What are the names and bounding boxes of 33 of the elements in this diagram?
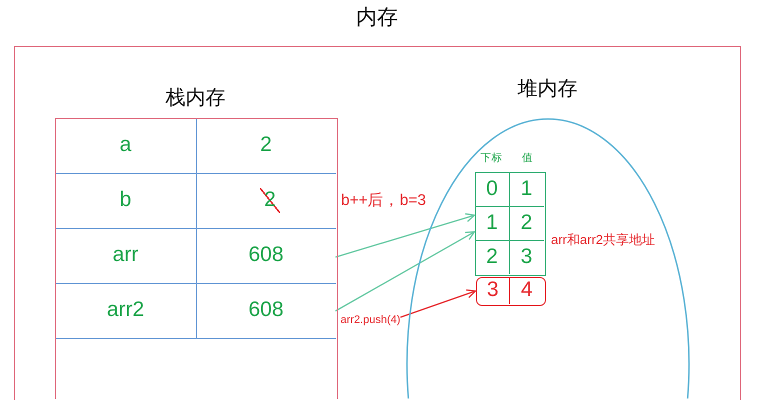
cell-value: arr2	[106, 298, 144, 323]
cell-value: b	[120, 188, 132, 213]
arrow	[400, 289, 476, 318]
cell-value: arr	[112, 243, 138, 268]
heading: 内存	[356, 6, 398, 30]
cell-value: 2	[486, 244, 498, 270]
cell-value: 0	[486, 176, 498, 202]
cell-value: 2	[520, 210, 532, 236]
heading: 栈内存	[166, 87, 226, 110]
cell-value: 3	[520, 244, 532, 270]
annotation-text: b++后，b=3	[341, 192, 426, 210]
table-cell	[56, 118, 196, 174]
cell-value: 3	[486, 278, 499, 303]
cell-value: 608	[248, 243, 284, 268]
column-header: 值	[522, 152, 533, 164]
table-cell	[476, 206, 510, 240]
heading: 堆内存	[518, 78, 578, 100]
cell-value: 4	[520, 278, 533, 303]
cell-value: 1	[520, 176, 532, 202]
cell-value: a	[120, 133, 132, 158]
cell-value: 1	[486, 210, 498, 236]
arrow	[335, 213, 476, 258]
table-cell	[56, 228, 196, 284]
cell-value: 2	[260, 133, 272, 158]
table-cell	[56, 284, 196, 338]
note-text: arr和arr2共享地址	[551, 233, 656, 248]
table-cell	[56, 174, 196, 228]
arrow	[335, 231, 476, 312]
cell-value: 608	[248, 298, 284, 323]
table-cell	[476, 172, 510, 206]
highlighted-row	[476, 276, 546, 306]
code-annotation: arr2.push(4)	[340, 314, 400, 326]
column-header: 下标	[480, 152, 502, 164]
